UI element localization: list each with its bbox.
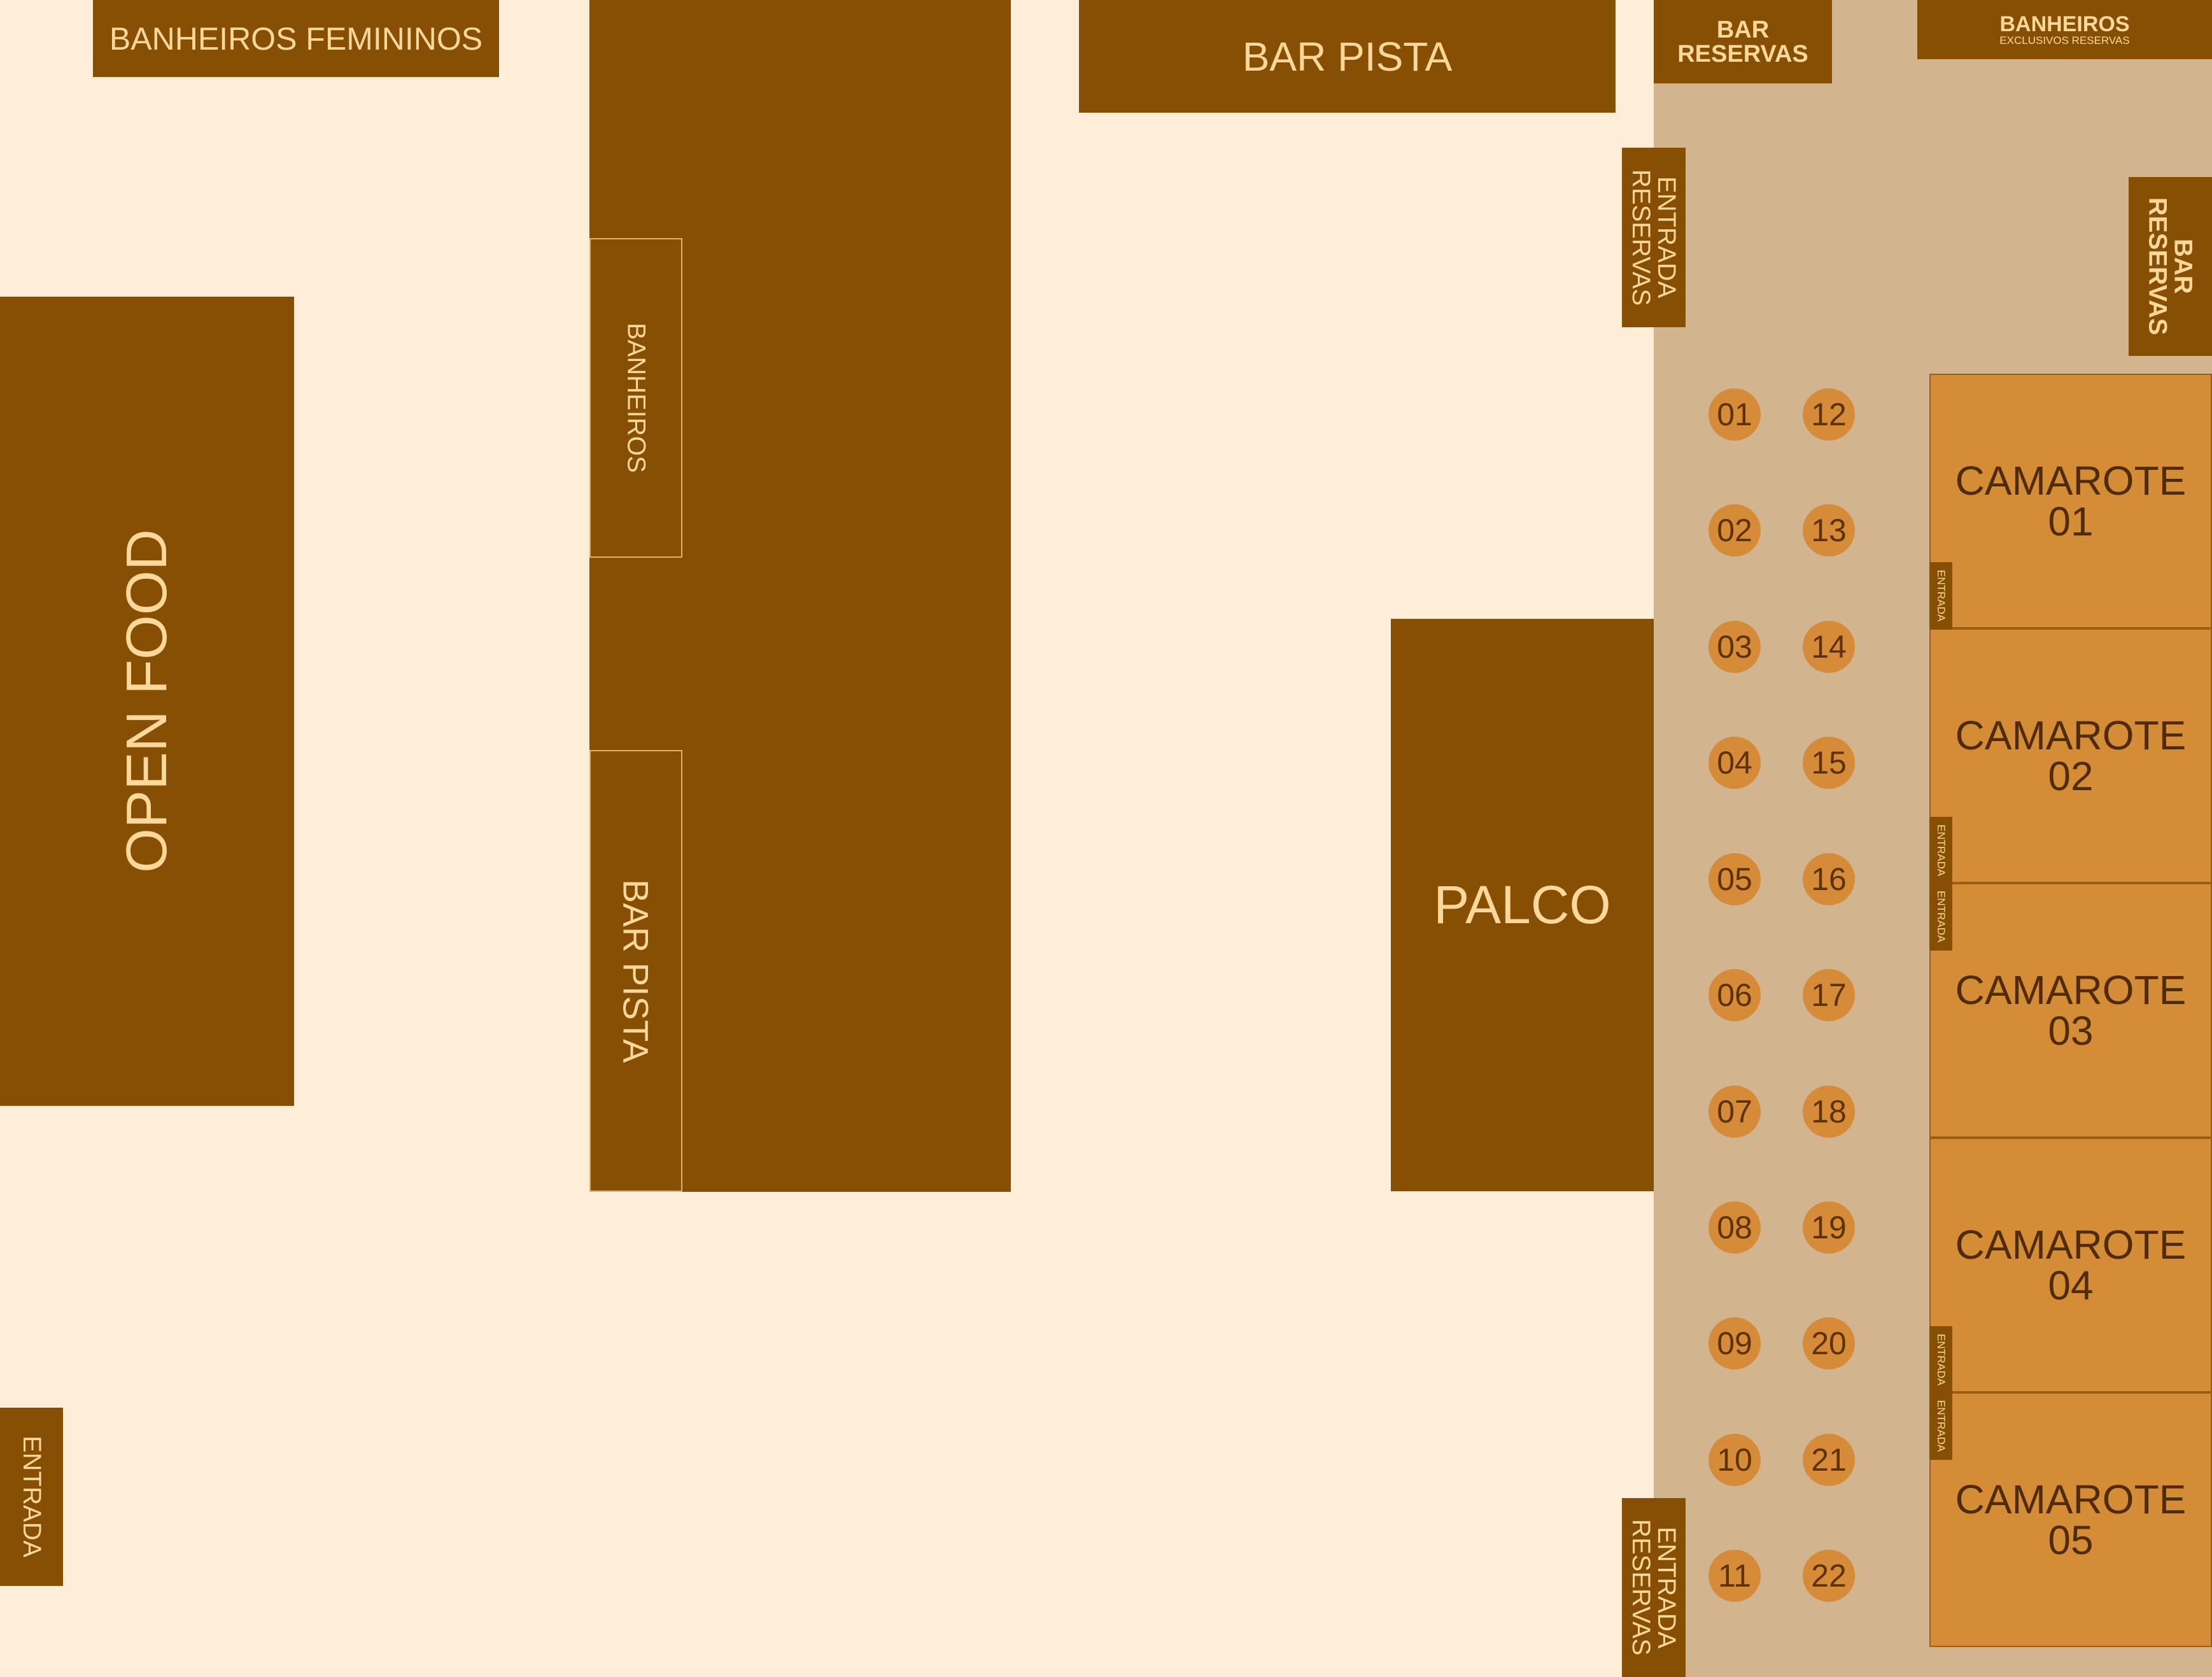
table-18[interactable]: 18	[1803, 1086, 1855, 1138]
table-20[interactable]: 20	[1803, 1317, 1855, 1369]
table-number: 13	[1811, 513, 1847, 548]
table-number: 11	[1718, 1558, 1751, 1594]
entrada-main[interactable]: ENTRADA	[0, 1408, 63, 1586]
table-19[interactable]: 19	[1803, 1201, 1855, 1254]
camarote-number: 02	[2048, 753, 2094, 799]
table-12[interactable]: 12	[1803, 388, 1855, 441]
entrada-reservas-bottom-line1: ENTRADA	[1652, 1526, 1680, 1649]
table-number: 22	[1811, 1558, 1847, 1594]
entrada-main-label: ENTRADA	[18, 1436, 46, 1558]
camarote-05[interactable]: CAMAROTE 05	[1929, 1392, 2212, 1647]
camarote-number: 04	[2048, 1263, 2094, 1308]
bar-pista-side-label: BAR PISTA	[616, 879, 656, 1063]
open-food-label: OPEN FOOD	[115, 529, 179, 874]
table-11[interactable]: 11	[1708, 1550, 1761, 1602]
table-15[interactable]: 15	[1803, 737, 1855, 789]
banheiros-femininos[interactable]: BANHEIROS FEMININOS	[93, 0, 499, 77]
table-number: 14	[1811, 629, 1847, 665]
camarote-04-entrance[interactable]: ENTRADA	[1929, 1326, 1952, 1394]
table-number: 16	[1811, 861, 1847, 897]
table-number: 10	[1717, 1442, 1752, 1478]
table-17[interactable]: 17	[1803, 969, 1855, 1021]
camarote-title: CAMAROTE	[1955, 712, 2187, 758]
entrada-reservas-bottom-line2: RESERVAS	[1627, 1519, 1655, 1656]
table-number: 08	[1717, 1210, 1752, 1245]
bar-reservas-side-line2: RESERVAS	[2143, 197, 2172, 336]
banheiros-femininos-label: BANHEIROS FEMININOS	[109, 20, 483, 57]
camarote-03[interactable]: CAMAROTE 03	[1929, 883, 2212, 1138]
camarote-number: 05	[2048, 1517, 2094, 1563]
banheiros-label: BANHEIROS	[622, 323, 651, 473]
table-number: 02	[1717, 513, 1752, 548]
camarote-entrance-label: ENTRADA	[1935, 891, 1947, 943]
table-22[interactable]: 22	[1803, 1550, 1855, 1602]
camarote-number: 03	[2048, 1008, 2094, 1054]
table-03[interactable]: 03	[1708, 621, 1761, 673]
camarote-02[interactable]: CAMAROTE 02	[1929, 628, 2212, 883]
bar-reservas-top-line2: RESERVAS	[1677, 40, 1808, 67]
bar-pista-side[interactable]: BAR PISTA	[589, 750, 682, 1192]
banheiros[interactable]: BANHEIROS	[589, 238, 682, 558]
bar-pista-top-label: BAR PISTA	[1242, 33, 1453, 80]
camarote-01-entrance[interactable]: ENTRADA	[1929, 562, 1952, 630]
camarote-title: CAMAROTE	[1955, 1222, 2187, 1268]
table-number: 04	[1717, 745, 1752, 781]
table-number: 19	[1811, 1210, 1847, 1245]
camarote-number: 01	[2048, 499, 2094, 544]
banheiros-exclusivos-subtitle: EXCLUSIVOS RESERVAS	[1999, 34, 2130, 46]
palco-label: PALCO	[1434, 875, 1611, 935]
camarote-entrance-label: ENTRADA	[1935, 1400, 1947, 1452]
entrada-reservas-bottom[interactable]: ENTRADA RESERVAS	[1622, 1498, 1686, 1677]
table-number: 09	[1717, 1326, 1752, 1361]
table-number: 15	[1811, 745, 1847, 781]
palco-stage[interactable]: PALCO	[1391, 619, 1654, 1191]
table-05[interactable]: 05	[1708, 853, 1761, 905]
table-number: 07	[1717, 1094, 1752, 1129]
table-16[interactable]: 16	[1803, 853, 1855, 905]
bar-reservas-top[interactable]: BAR RESERVAS	[1654, 0, 1832, 83]
camarote-entrance-label: ENTRADA	[1935, 824, 1947, 877]
table-number: 17	[1811, 977, 1847, 1013]
table-21[interactable]: 21	[1803, 1434, 1855, 1486]
bar-reservas-side[interactable]: BAR RESERVAS	[2129, 177, 2212, 356]
table-01[interactable]: 01	[1708, 388, 1761, 441]
table-number: 05	[1717, 861, 1752, 897]
camarote-03-entrance[interactable]: ENTRADA	[1929, 883, 1952, 951]
entrada-reservas-top-line2: RESERVAS	[1627, 169, 1655, 306]
table-04[interactable]: 04	[1708, 737, 1761, 789]
camarote-title: CAMAROTE	[1955, 1476, 2187, 1522]
table-number: 06	[1717, 977, 1752, 1013]
camarote-01[interactable]: CAMAROTE 01	[1929, 374, 2212, 628]
table-14[interactable]: 14	[1803, 621, 1855, 673]
camarote-02-entrance[interactable]: ENTRADA	[1929, 817, 1952, 884]
banheiros-exclusivos-title: BANHEIROS	[1999, 12, 2130, 36]
table-number: 01	[1717, 397, 1752, 432]
camarote-05-entrance[interactable]: ENTRADA	[1929, 1392, 1952, 1460]
table-number: 21	[1811, 1442, 1847, 1478]
camarote-entrance-label: ENTRADA	[1935, 570, 1947, 622]
open-food-area[interactable]: OPEN FOOD	[0, 297, 294, 1106]
camarote-04[interactable]: CAMAROTE 04	[1929, 1138, 2212, 1392]
table-number: 20	[1811, 1326, 1847, 1361]
table-13[interactable]: 13	[1803, 504, 1855, 556]
table-08[interactable]: 08	[1708, 1201, 1761, 1254]
camarote-title: CAMAROTE	[1955, 458, 2187, 504]
camarote-entrance-label: ENTRADA	[1935, 1334, 1947, 1386]
entrada-reservas-top-line1: ENTRADA	[1652, 176, 1680, 299]
bar-reservas-top-line1: BAR	[1716, 16, 1770, 43]
table-02[interactable]: 02	[1708, 504, 1761, 556]
table-06[interactable]: 06	[1708, 969, 1761, 1021]
table-07[interactable]: 07	[1708, 1086, 1761, 1138]
table-number: 18	[1811, 1094, 1847, 1129]
table-number: 12	[1811, 397, 1847, 432]
table-10[interactable]: 10	[1708, 1434, 1761, 1486]
table-09[interactable]: 09	[1708, 1317, 1761, 1369]
camarote-title: CAMAROTE	[1955, 967, 2187, 1013]
table-number: 03	[1717, 629, 1752, 665]
bar-pista-top[interactable]: BAR PISTA	[1079, 0, 1616, 113]
banheiros-exclusivos-reservas[interactable]: BANHEIROS EXCLUSIVOS RESERVAS	[1917, 0, 2212, 59]
bar-reservas-side-line1: BAR	[2169, 239, 2197, 294]
entrada-reservas-top[interactable]: ENTRADA RESERVAS	[1622, 148, 1686, 327]
